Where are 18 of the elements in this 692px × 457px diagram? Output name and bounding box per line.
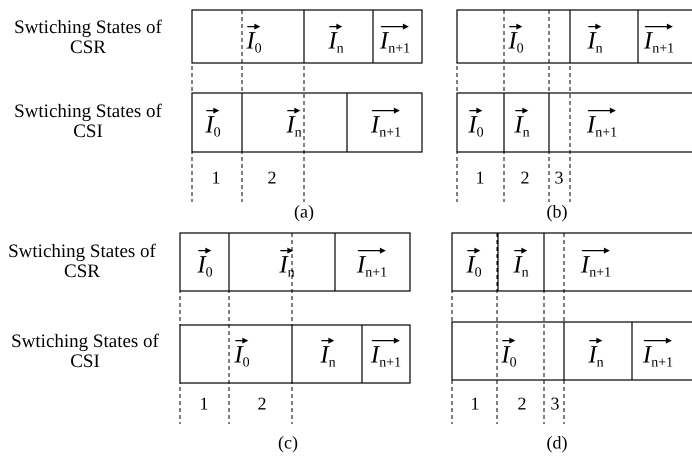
- interval-number: 2: [518, 394, 526, 414]
- interval-number: 3: [550, 394, 560, 414]
- row-label: Swtiching States of CSR: [7, 242, 157, 282]
- row-label: Swtiching States of CSI: [13, 102, 163, 142]
- interval-number: 2: [258, 394, 266, 414]
- row-label: Swtiching States of CSR: [13, 18, 163, 58]
- interval-number: 2: [520, 168, 530, 188]
- panel-caption: (b): [546, 202, 568, 222]
- panel-caption: (d): [546, 434, 568, 452]
- interval-number: 3: [554, 168, 564, 188]
- interval-number: 1: [476, 168, 484, 188]
- row-label: Swtiching States of CSI: [10, 332, 160, 372]
- interval-number: 1: [212, 168, 220, 188]
- panel-caption: (c): [278, 434, 298, 452]
- interval-number: 2: [268, 168, 276, 188]
- interval-number: 1: [200, 394, 208, 414]
- interval-number: 1: [470, 394, 480, 414]
- panel-caption: (a): [294, 202, 314, 222]
